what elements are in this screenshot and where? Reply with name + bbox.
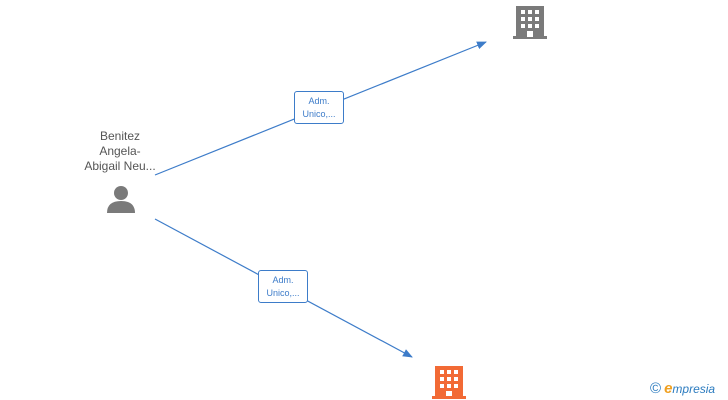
edge-label-line: Unico,...	[302, 109, 336, 119]
edge-label[interactable]: Adm. Unico,...	[258, 270, 308, 303]
building-icon[interactable]	[513, 6, 547, 39]
person-name[interactable]: Benitez Angela- Abigail Neu...	[72, 129, 168, 174]
edge-label-line: Unico,...	[266, 288, 300, 298]
person-name-line: Benitez	[99, 129, 141, 143]
brand-e-letter: e	[664, 380, 673, 397]
copyright-symbol: ©	[650, 380, 662, 397]
edge-label-line: Adm.	[272, 275, 294, 285]
building-icon[interactable]	[432, 366, 466, 399]
person-name-line: Angela-	[99, 144, 141, 158]
person-icon[interactable]	[107, 186, 135, 213]
person-name-line: Abigail Neu...	[84, 159, 156, 173]
edge-label[interactable]: Adm. Unico,...	[294, 91, 344, 124]
edge-label-line: Adm.	[308, 96, 330, 106]
brand-name: mpresia	[672, 382, 716, 396]
empresia-watermark: ©empresia	[650, 380, 715, 398]
